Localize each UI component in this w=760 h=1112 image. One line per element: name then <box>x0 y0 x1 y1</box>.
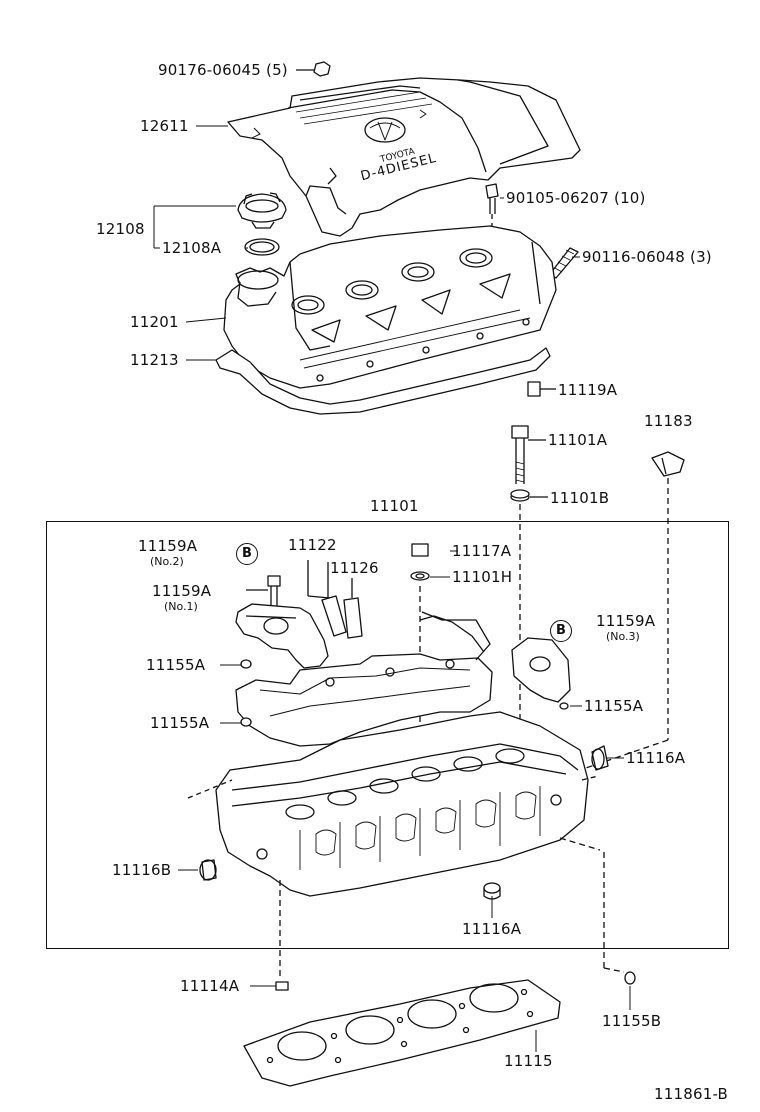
label-11101h: 11101H <box>452 568 513 586</box>
label-11117a: 11117A <box>452 542 512 560</box>
head-cover <box>223 225 557 389</box>
nut-90176 <box>296 61 331 77</box>
label-11159a-no3-sub: (No.3) <box>606 630 640 643</box>
leader-lines <box>153 125 631 1052</box>
label-11159a-no3: 11159A <box>596 612 656 630</box>
dowel-lines <box>279 837 625 980</box>
label-12108: 12108 <box>96 220 145 238</box>
label-12611: 12611 <box>140 117 189 135</box>
callout-b-left: B <box>236 543 258 565</box>
head-bolt <box>511 425 546 484</box>
dowel-11155b <box>624 971 636 985</box>
label-11155a-2: 11155A <box>150 714 210 732</box>
label-11116b: 11116B <box>112 861 172 879</box>
label-90176: 90176-06045 (5) <box>158 61 288 79</box>
label-11159a-no1-sub: (No.1) <box>164 600 198 613</box>
cup-plug-11116a-2 <box>483 882 501 900</box>
label-11101a: 11101A <box>548 431 608 449</box>
cylinder-head-assembly-frame <box>46 521 729 949</box>
label-11159a-no2-sub: (No.2) <box>150 555 184 568</box>
label-11116a-2: 11116A <box>462 920 522 938</box>
engine-cover <box>227 77 581 237</box>
label-11115: 11115 <box>504 1052 553 1070</box>
label-11116a-1: 11116A <box>626 749 686 767</box>
label-11159a-no2: 11159A <box>138 537 198 555</box>
cup-plug-11116b <box>199 859 217 881</box>
label-11213: 11213 <box>130 351 179 369</box>
cup-plug-11116a <box>591 745 609 771</box>
camshaft-housing <box>235 611 493 747</box>
label-12108a: 12108A <box>162 239 222 257</box>
dowel-pins <box>240 659 569 727</box>
oil-filler-cap <box>237 192 287 229</box>
cam-cap-bolt <box>246 575 281 606</box>
label-11155a-1: 11155A <box>146 656 206 674</box>
valve-guide <box>307 560 363 639</box>
cap-gasket <box>244 238 280 256</box>
head-cover-gasket <box>215 347 551 415</box>
dowel-11114a <box>275 981 289 991</box>
label-11201: 11201 <box>130 313 179 331</box>
label-11119a: 11119A <box>558 381 618 399</box>
label-11114a: 11114A <box>180 977 240 995</box>
label-11183: 11183 <box>644 412 693 430</box>
label-11101-frame: 11101 <box>370 497 419 515</box>
bearing-cap-left <box>235 603 329 669</box>
label-11122: 11122 <box>288 536 337 554</box>
label-11101b: 11101B <box>550 489 610 507</box>
label-11155a-3: 11155A <box>584 697 644 715</box>
label-11155b: 11155B <box>602 1012 662 1030</box>
label-11126: 11126 <box>330 559 379 577</box>
label-11159a-no1: 11159A <box>152 582 212 600</box>
grommet-11119a <box>527 381 556 397</box>
bearing-cap-right <box>511 637 571 703</box>
callout-b-right: B <box>550 620 572 642</box>
cylinder-head <box>187 711 599 897</box>
head-gasket <box>243 979 561 1087</box>
label-90105: 90105-06207 (10) <box>506 189 646 207</box>
diagram-code: 111861-B <box>654 1085 729 1103</box>
label-90116: 90116-06048 (3) <box>582 248 712 266</box>
